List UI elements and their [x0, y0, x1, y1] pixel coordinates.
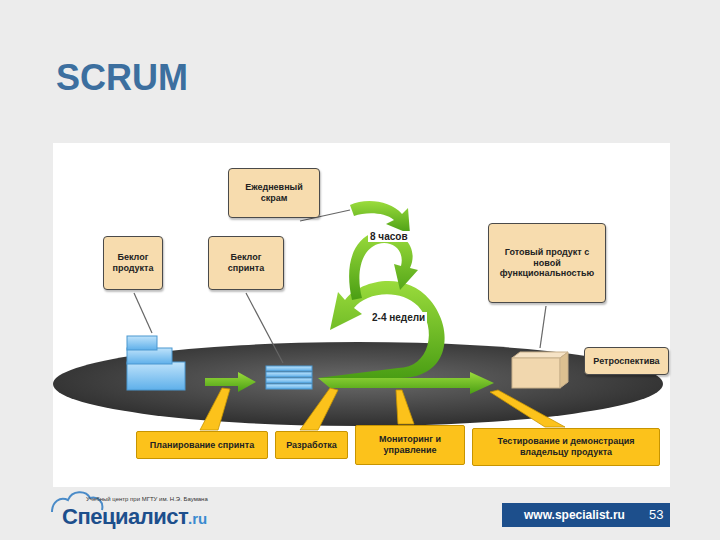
retrospective-callout: Ретроспектива [584, 347, 669, 375]
product-box [512, 352, 568, 388]
sprint-arrows [205, 201, 494, 394]
duration-label: 2-4 недели [370, 312, 427, 323]
sprint-backlog-callout: Беклог спринта [208, 236, 284, 290]
product-backlog-callout: Беклог продукта [103, 236, 163, 290]
box-text: Разработка [286, 440, 337, 451]
footer-url: www.specialist.ru [524, 508, 625, 522]
phase-pointers [200, 388, 565, 430]
duration-label: 8 часов [368, 231, 410, 242]
logo-subtitle: Учебный центр при МГТУ им. Н.Э. Баумана [86, 496, 208, 502]
box-text: Тестирование и демонстрация владельцу пр… [478, 436, 654, 458]
logo-text: Специалист [62, 504, 188, 530]
box-text: Ретроспектива [593, 356, 659, 367]
logo-suffix: .ru [188, 510, 207, 527]
leader-lines [134, 210, 546, 363]
product-increment-callout: Готовый продукт с новой функциональность… [488, 223, 606, 303]
box-text: Ежедневный скрам [234, 182, 314, 204]
page-number-bar [644, 503, 670, 527]
sprint-backlog-stack [266, 366, 312, 389]
product-backlog-stack [127, 336, 185, 390]
board-disc [53, 342, 663, 426]
daily-scrum-callout: Ежедневный скрам [228, 168, 320, 218]
slide-title: SCRUM [56, 57, 188, 99]
phase-box: Планирование спринта [136, 431, 268, 459]
box-text: Беклог спринта [214, 252, 278, 274]
footer-url-bar [502, 503, 644, 527]
phase-box: Тестирование и демонстрация владельцу пр… [472, 428, 660, 466]
box-text: Готовый продукт с новой функциональность… [494, 247, 600, 279]
phase-box: Разработка [275, 431, 348, 459]
page-number: 53 [649, 507, 663, 522]
phase-box: Мониторинг и управление [355, 425, 465, 465]
box-text: Беклог продукта [109, 252, 157, 274]
box-text: Планирование спринта [150, 440, 254, 451]
box-text: Мониторинг и управление [361, 434, 459, 456]
image-ground [53, 143, 670, 487]
